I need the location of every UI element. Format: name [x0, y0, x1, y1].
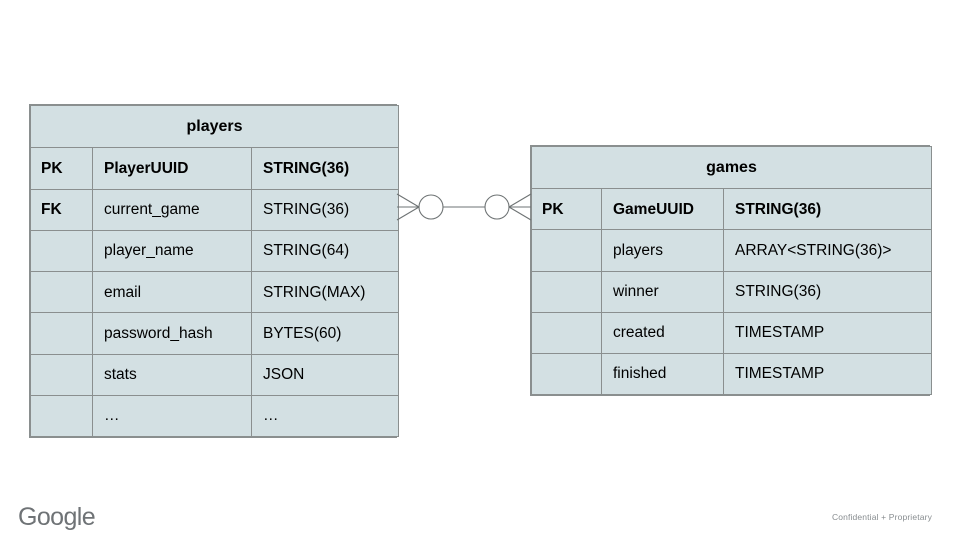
table-row[interactable]: password_hash BYTES(60): [30, 312, 400, 355]
entity-games[interactable]: games PK GameUUID STRING(36) players ARR…: [530, 145, 933, 396]
row-key: [531, 311, 602, 354]
row-key: [30, 271, 93, 314]
row-key: FK: [30, 188, 93, 231]
row-type: TIMESTAMP: [722, 352, 933, 396]
footer-confidentiality-note: Confidential + Proprietary: [831, 512, 932, 522]
table-row[interactable]: PK GameUUID STRING(36): [531, 188, 933, 231]
row-type: ARRAY<STRING(36)>: [722, 229, 933, 272]
table-row[interactable]: PK PlayerUUID STRING(36): [30, 147, 400, 190]
optional-circle-left-icon: [418, 194, 444, 220]
row-field: players: [601, 229, 724, 272]
table-row[interactable]: players ARRAY<STRING(36)>: [531, 229, 933, 272]
crows-foot-right-icon: [508, 193, 532, 221]
table-row[interactable]: player_name STRING(64): [30, 229, 400, 273]
crows-foot-left-icon: [396, 193, 420, 221]
row-key: [30, 394, 93, 438]
row-field: email: [92, 271, 252, 314]
row-key: PK: [30, 147, 93, 190]
row-key: [531, 229, 602, 272]
row-field: created: [601, 311, 724, 354]
entity-players[interactable]: players PK PlayerUUID STRING(36) FK curr…: [29, 104, 400, 438]
row-field: current_game: [92, 188, 252, 231]
row-field: winner: [601, 270, 724, 313]
row-field: PlayerUUID: [92, 147, 252, 190]
table-row[interactable]: email STRING(MAX): [30, 271, 400, 314]
google-logo: Google: [18, 503, 96, 531]
row-type: STRING(MAX): [250, 271, 400, 314]
row-field: stats: [92, 353, 252, 396]
row-key: [30, 229, 93, 273]
entity-players-table: players PK PlayerUUID STRING(36) FK curr…: [29, 104, 400, 438]
row-type: …: [250, 394, 400, 438]
row-type: STRING(36): [250, 147, 400, 190]
row-key: PK: [531, 188, 602, 231]
row-key: [531, 270, 602, 313]
table-row[interactable]: finished TIMESTAMP: [531, 352, 933, 396]
row-type: BYTES(60): [250, 312, 400, 355]
row-field: GameUUID: [601, 188, 724, 231]
table-row[interactable]: created TIMESTAMP: [531, 311, 933, 354]
entity-players-title: players: [29, 104, 400, 149]
table-row[interactable]: … …: [30, 394, 400, 438]
entity-games-table: games PK GameUUID STRING(36) players ARR…: [530, 145, 933, 396]
row-field: player_name: [92, 229, 252, 273]
table-row[interactable]: winner STRING(36): [531, 270, 933, 313]
table-row[interactable]: FK current_game STRING(36): [30, 188, 400, 231]
row-type: STRING(36): [250, 188, 400, 231]
row-type: JSON: [250, 353, 400, 396]
row-field: finished: [601, 352, 724, 396]
row-type: STRING(36): [722, 188, 933, 231]
entity-games-title-row: games: [530, 145, 933, 190]
row-key: [30, 353, 93, 396]
relationship-connector-players-games[interactable]: [390, 180, 540, 236]
row-type: TIMESTAMP: [722, 311, 933, 354]
optional-circle-right-icon: [484, 194, 510, 220]
entity-players-title-row: players: [29, 104, 400, 149]
entity-games-title: games: [530, 145, 933, 190]
row-field: password_hash: [92, 312, 252, 355]
table-row[interactable]: stats JSON: [30, 353, 400, 396]
row-type: STRING(36): [722, 270, 933, 313]
row-key: [30, 312, 93, 355]
row-key: [531, 352, 602, 396]
row-field: …: [92, 394, 252, 438]
row-type: STRING(64): [250, 229, 400, 273]
